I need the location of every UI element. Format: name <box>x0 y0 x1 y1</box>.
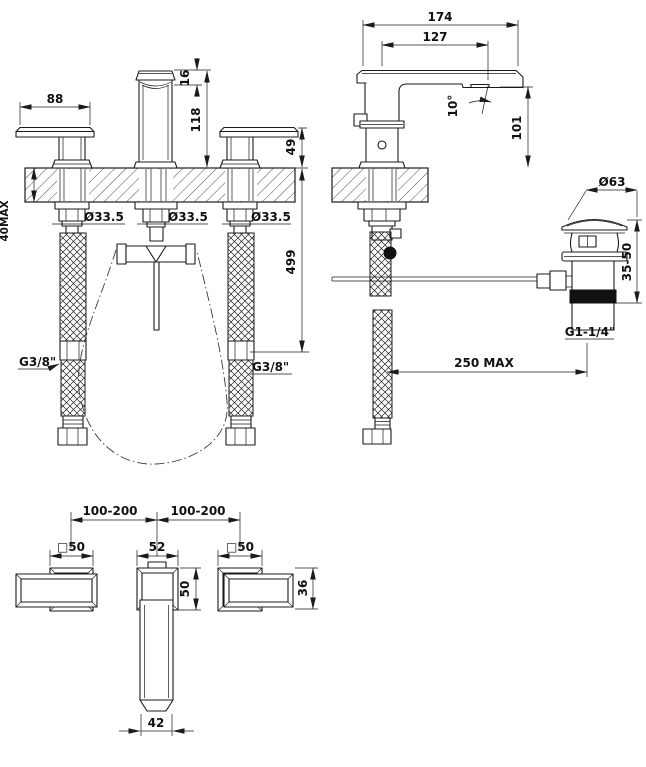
pop-up-rod <box>331 276 540 282</box>
front-dimensions: 88 16 118 49 499 40MAX Ø33.5 Ø33.5 Ø33.5 <box>0 58 309 375</box>
side-dimensions: 174 127 101 10° 250 MAX <box>362 10 588 377</box>
spout-front <box>133 70 178 169</box>
dim-waste-flange: Ø63 <box>599 175 626 189</box>
front-view: 88 16 118 49 499 40MAX Ø33.5 Ø33.5 Ø33.5 <box>0 58 309 465</box>
side-view: 174 127 101 10° 250 MAX <box>331 10 588 445</box>
dim-hole-left: Ø33.5 <box>84 210 124 224</box>
dim-side-outlet-height: 101 <box>510 115 524 140</box>
right-handle-front <box>219 126 299 169</box>
waste-dimensions: Ø63 35-50 G1-1/4" <box>565 175 642 340</box>
right-handle-plan <box>217 567 294 612</box>
dim-spout-width: 52 <box>149 540 166 554</box>
dim-front-handle-height: 49 <box>284 139 298 156</box>
dim-waste-deck-range: 35-50 <box>620 243 634 281</box>
dim-handle-profile: 36 <box>296 580 310 597</box>
dim-front-deck-max: 40MAX <box>0 200 11 241</box>
right-hose <box>222 201 258 446</box>
waste-thread-band <box>569 289 617 304</box>
dim-spout-tip-width: 42 <box>148 716 165 730</box>
waste-view: Ø63 35-50 G1-1/4" <box>536 175 642 340</box>
dim-span-right: 100-200 <box>170 504 225 518</box>
dim-side-reach: 127 <box>422 30 447 44</box>
dim-rod-max: 250 MAX <box>454 356 514 370</box>
dim-front-aerator-height: 16 <box>178 70 192 87</box>
dim-front-handle-width: 88 <box>47 92 64 106</box>
dim-thread-left: G3/8" <box>19 355 56 369</box>
side-hose <box>357 201 407 445</box>
rod-swing-range <box>78 249 228 465</box>
dim-spout-depth: 50 <box>178 581 192 598</box>
spout-side <box>353 69 524 169</box>
plan-view: 100-200 100-200 □50 52 50 <box>15 504 318 736</box>
dim-handle-square-right: □50 <box>226 540 254 554</box>
rod-ball-joint <box>383 246 397 260</box>
dim-span-left: 100-200 <box>82 504 137 518</box>
dim-front-spout-height: 118 <box>189 107 203 132</box>
left-handle-plan <box>15 567 98 612</box>
center-tee <box>116 201 196 331</box>
left-handle-front <box>15 126 95 169</box>
spout-plan <box>136 561 179 712</box>
dim-hole-right: Ø33.5 <box>251 210 291 224</box>
dim-thread-right: G3/8" <box>252 360 289 374</box>
dim-side-depth: 174 <box>427 10 452 24</box>
dim-front-total-below: 499 <box>284 249 298 274</box>
dim-waste-thread: G1-1/4" <box>565 325 616 339</box>
dim-handle-square-left: □50 <box>57 540 85 554</box>
dim-hole-center: Ø33.5 <box>168 210 208 224</box>
left-hose <box>54 201 90 446</box>
dim-outlet-angle: 10° <box>446 95 460 118</box>
